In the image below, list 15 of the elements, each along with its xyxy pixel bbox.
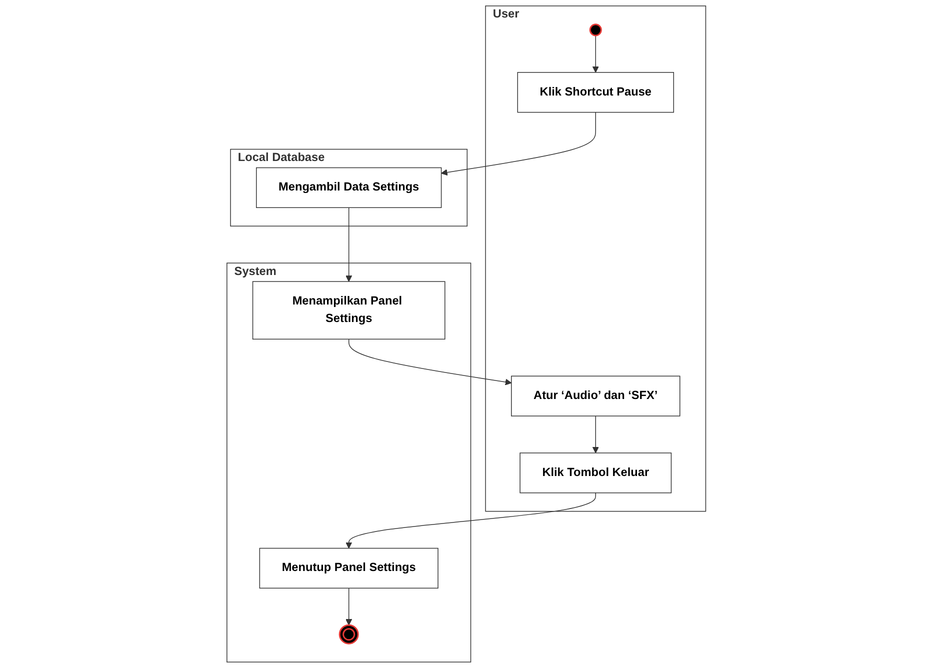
node-circle (338, 624, 358, 644)
arrow (592, 416, 599, 454)
node-box: Atur ‘Audio’ dan ‘SFX’ (510, 376, 680, 416)
arrow (345, 492, 596, 549)
node-circle (589, 24, 602, 36)
node-box: Klik Tombol Keluar (519, 452, 672, 494)
arrow (592, 35, 599, 73)
arrow (348, 338, 512, 386)
node-box: Mengambil Data Settings (256, 167, 442, 208)
arrow (345, 207, 352, 282)
arrow (345, 588, 352, 626)
arrow (440, 112, 596, 176)
node-box: Menutup Panel Settings (258, 548, 438, 589)
node-box: Klik Shortcut Pause (516, 72, 674, 113)
node-box: Menampilkan Panel Settings (252, 281, 445, 340)
